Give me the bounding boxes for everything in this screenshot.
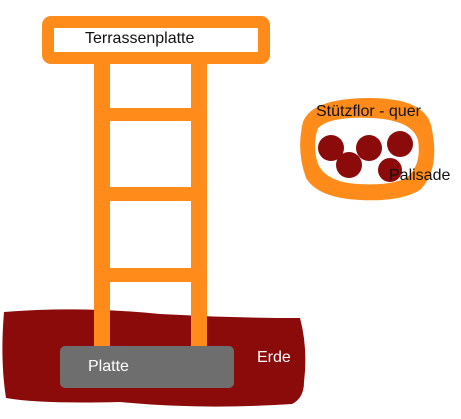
- label-palisade: Palisade: [389, 167, 451, 184]
- right-post: [191, 52, 207, 352]
- palisade-log-1: [318, 135, 344, 161]
- label-support-floor: Stützflor: [118, 227, 177, 244]
- palisade-log-5: [378, 158, 402, 182]
- label-support-floor-cross: Stützflor - quer: [316, 103, 421, 120]
- label-terrace-slab: Terrassenplatte: [85, 30, 195, 47]
- palisade-log-3: [387, 131, 413, 157]
- palisade-log-4: [336, 152, 362, 178]
- rung-2: [94, 187, 207, 201]
- left-post: [94, 52, 110, 352]
- rung-3: [94, 268, 207, 282]
- terrace-slab: [42, 16, 270, 64]
- label-soil: Erde: [257, 349, 291, 366]
- palisade-log-2: [356, 135, 382, 161]
- base-slab: [60, 346, 234, 388]
- rung-1: [94, 108, 207, 121]
- label-slab: Platte: [88, 358, 129, 375]
